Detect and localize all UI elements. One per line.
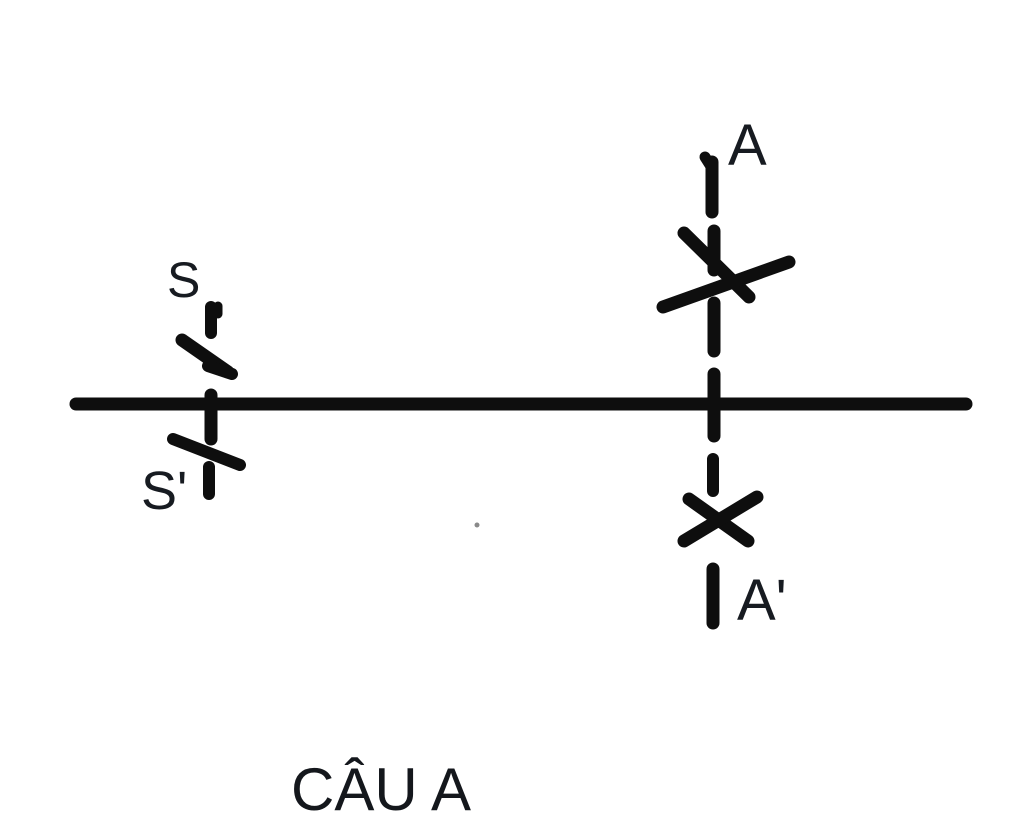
- a-lower-cross-stroke-2: [677, 490, 764, 548]
- stray-speck: [474, 522, 480, 528]
- label-point-a: A: [728, 113, 767, 178]
- label-point-a-prime: A': [737, 568, 787, 633]
- a-dash-1-hook: [699, 151, 718, 174]
- s-upper-tick-foot: [202, 360, 238, 380]
- label-point-s-prime: S': [141, 461, 188, 521]
- a-normal-group: [656, 151, 796, 630]
- s-lower-tick-mark: [167, 433, 246, 471]
- s-normal-group: [167, 301, 246, 500]
- label-point-s: S: [167, 252, 201, 308]
- diagram-caption: CÂU A: [291, 756, 472, 823]
- a-upper-cross-long-stroke: [656, 255, 796, 314]
